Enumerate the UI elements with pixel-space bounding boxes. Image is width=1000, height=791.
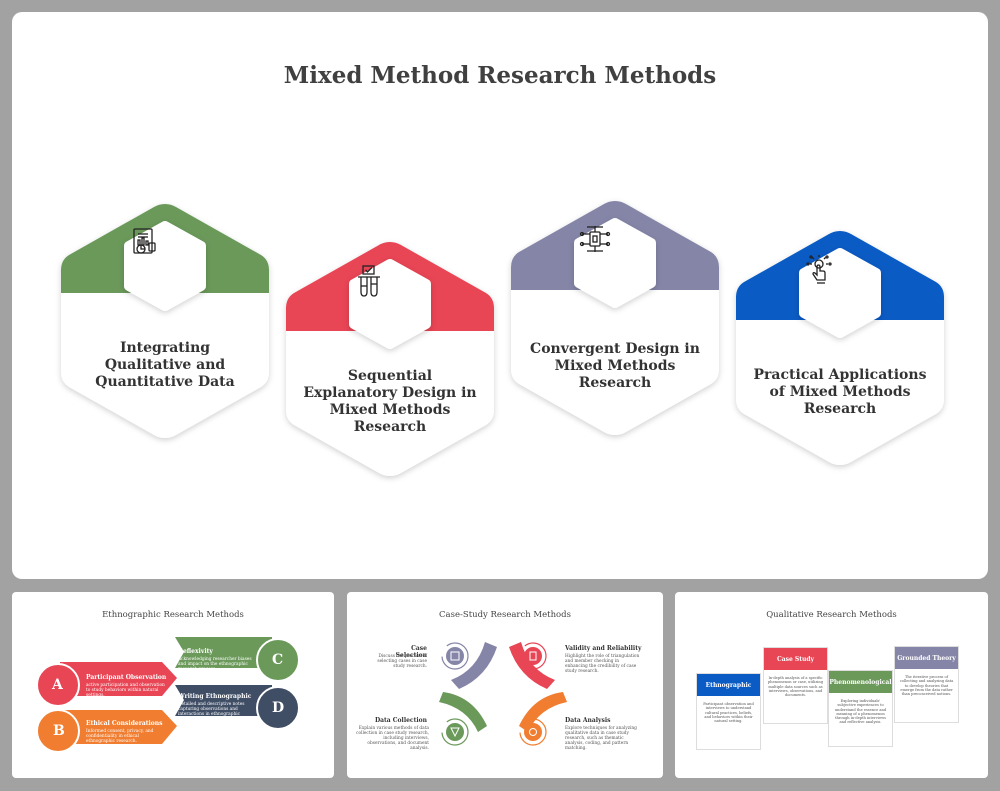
hex-card-sequential[interactable]: Sequential Explanatory Design in Mixed M… xyxy=(280,238,500,480)
thumbnail-title: Qualitative Research Methods xyxy=(766,610,897,620)
hex-card-convergent[interactable]: Convergent Design in Mixed Methods Resea… xyxy=(505,197,725,439)
item-heading: Case Selection xyxy=(395,645,427,659)
hex-shape xyxy=(511,201,719,435)
item-text: Explain various methods of data collecti… xyxy=(356,726,429,751)
thumbnail-title: Ethnographic Research Methods xyxy=(102,610,244,620)
test-tubes-icon xyxy=(354,264,426,344)
letter-badge: D xyxy=(272,700,285,716)
slide-thumbnail-ethnographic[interactable]: Ethnographic Research Methods A B C D Pa… xyxy=(12,592,334,778)
letter-badge: B xyxy=(53,723,65,739)
qual-card-header: Phenomenological xyxy=(829,671,892,693)
qual-card-text: In-depth analysis of a specific phenomen… xyxy=(768,676,823,698)
circuit-chip-icon xyxy=(579,223,651,303)
item-text: Discuss the process of selecting cases i… xyxy=(377,654,427,669)
card-label: Integrating Qualitative and Quantitative… xyxy=(95,340,235,390)
item-text: Highlight the role of triangulation and … xyxy=(565,654,640,674)
ethnographic-diagram xyxy=(36,637,300,753)
letter-badge: C xyxy=(272,652,284,668)
item-text: active participation and observation to … xyxy=(86,683,165,698)
qual-card-ethnographic: Ethnographic Participant observation and… xyxy=(696,673,761,750)
chart-report-icon xyxy=(129,226,201,306)
item-heading: Writing Ethnographic xyxy=(178,693,252,700)
card-label: Sequential Explanatory Design in Mixed M… xyxy=(303,368,477,435)
touch-idea-icon xyxy=(804,253,876,333)
item-heading: Participant Observation xyxy=(86,674,167,681)
qual-card-text: Exploring individuals' subjective experi… xyxy=(834,699,887,725)
slide-thumbnail-case-study[interactable]: Case-Study Research Methods Case Selecti… xyxy=(347,592,663,778)
qual-card-case-study: Case Study In-depth analysis of a specif… xyxy=(763,647,828,724)
thumbnail-title: Case-Study Research Methods xyxy=(439,610,571,620)
slide-thumbnail-qualitative[interactable]: Qualitative Research Methods Ethnographi… xyxy=(675,592,988,778)
item-text: Explore techniques for analyzing qualita… xyxy=(565,726,637,751)
qual-card-text: Participant observation and interviews t… xyxy=(703,702,754,724)
qual-card-header: Case Study xyxy=(764,648,827,670)
item-text: Detailed and descriptive notes capturing… xyxy=(178,702,245,722)
qual-card-grounded-theory: Grounded Theory The iterative process of… xyxy=(894,646,959,723)
qual-card-header: Grounded Theory xyxy=(895,647,958,669)
hex-shape xyxy=(61,204,269,438)
hex-card-integrating[interactable]: Integrating Qualitative and Quantitative… xyxy=(55,200,275,442)
item-heading: Reflexivity xyxy=(178,648,213,655)
item-heading: Validity and Reliability xyxy=(565,645,642,652)
card-label: Convergent Design in Mixed Methods Resea… xyxy=(530,341,700,391)
hex-card-practical[interactable]: Practical Applications of Mixed Methods … xyxy=(730,227,950,469)
item-text: Acknowledging researcher biases and impa… xyxy=(178,657,252,672)
card-label: Practical Applications of Mixed Methods … xyxy=(753,367,927,417)
item-heading: Data Collection xyxy=(374,717,427,724)
letter-badge: A xyxy=(52,677,63,693)
item-heading: Data Analysis xyxy=(565,717,611,724)
qual-card-phenomenological: Phenomenological Exploring individuals' … xyxy=(828,670,893,747)
item-text: Informed consent, privacy, and confident… xyxy=(86,729,154,744)
hex-shape xyxy=(736,231,944,465)
item-heading: Ethical Considerations xyxy=(86,720,163,727)
qual-card-header: Ethnographic xyxy=(697,674,760,696)
qual-card-text: The iterative process of collecting and … xyxy=(899,675,954,697)
case-study-diagram xyxy=(439,642,567,746)
slide-title: Mixed Method Research Methods xyxy=(283,62,717,89)
